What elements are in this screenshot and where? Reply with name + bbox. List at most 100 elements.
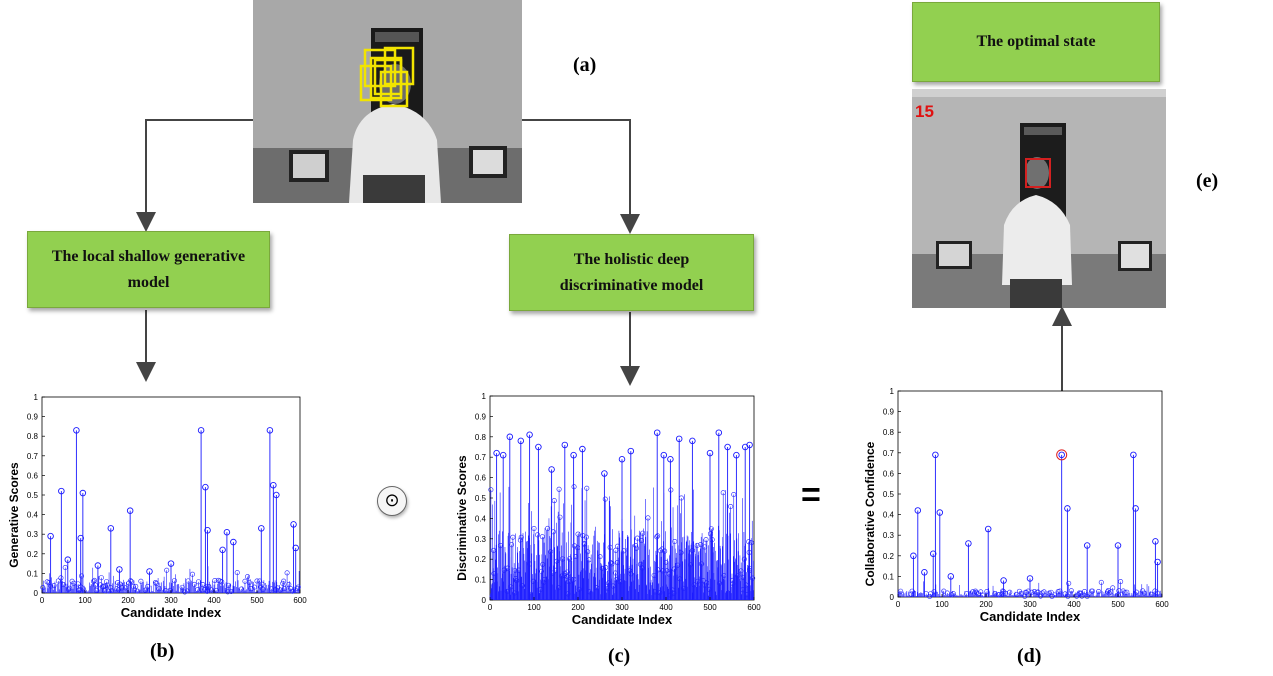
y-tick-label: 0.4 bbox=[27, 511, 39, 520]
noise-marker bbox=[225, 589, 231, 595]
y-tick-label: 0.6 bbox=[883, 469, 895, 478]
noise-marker bbox=[1079, 593, 1085, 599]
noise-marker bbox=[191, 581, 197, 587]
y-tick-label: 0.1 bbox=[475, 576, 487, 585]
y-tick-label: 1 bbox=[482, 392, 487, 401]
noise-marker bbox=[531, 526, 537, 532]
noise-marker bbox=[660, 568, 666, 574]
x-axis-label: Candidate Index bbox=[121, 605, 222, 620]
x-tick-label: 0 bbox=[896, 600, 901, 609]
x-tick-label: 500 bbox=[250, 596, 264, 605]
data-point bbox=[79, 489, 87, 497]
noise-marker bbox=[156, 586, 162, 592]
noise-marker bbox=[294, 585, 300, 591]
noise-marker bbox=[79, 573, 85, 579]
noise-marker bbox=[567, 556, 573, 562]
data-point bbox=[561, 441, 569, 449]
noise-marker bbox=[182, 589, 188, 595]
noise-marker bbox=[694, 542, 700, 548]
y-tick-label: 0.3 bbox=[27, 530, 39, 539]
y-tick-label: 0.7 bbox=[475, 453, 487, 462]
y-axis-label: Generative Scores bbox=[7, 462, 21, 568]
x-tick-label: 600 bbox=[747, 603, 761, 612]
noise-marker bbox=[1018, 591, 1024, 597]
data-point bbox=[715, 429, 723, 436]
noise-marker bbox=[239, 586, 245, 592]
y-tick-label: 0.9 bbox=[27, 413, 39, 422]
data-point bbox=[1000, 577, 1007, 584]
label-c: (c) bbox=[608, 645, 631, 667]
data-point bbox=[290, 521, 297, 528]
noise-marker bbox=[1098, 579, 1104, 585]
x-tick-label: 600 bbox=[293, 596, 307, 605]
noise-marker bbox=[219, 579, 225, 585]
data-point bbox=[733, 451, 740, 459]
y-axis-label: Collaborative Confidence bbox=[863, 441, 877, 586]
noise-marker bbox=[741, 556, 747, 562]
discriminative-model-box: The holistic deep discriminative model bbox=[509, 234, 754, 311]
noise-marker bbox=[66, 586, 72, 592]
discriminative-model-text: The holistic deep discriminative model bbox=[559, 250, 704, 294]
x-axis-label: Candidate Index bbox=[572, 612, 673, 627]
noise-marker bbox=[277, 587, 283, 593]
noise-marker bbox=[1049, 593, 1055, 599]
elementwise-product-symbol: ⊙ bbox=[384, 490, 400, 511]
result-frame-photo bbox=[912, 89, 1166, 308]
noise-marker bbox=[662, 548, 668, 554]
data-point bbox=[921, 569, 928, 576]
x-tick-label: 400 bbox=[207, 596, 221, 605]
y-tick-label: 0.8 bbox=[475, 433, 487, 442]
data-point bbox=[126, 507, 134, 514]
data-point bbox=[570, 451, 577, 459]
y-tick-label: 0.4 bbox=[883, 511, 895, 520]
noise-marker bbox=[488, 487, 494, 493]
noise-marker bbox=[289, 588, 295, 594]
noise-marker bbox=[281, 578, 287, 584]
noise-marker bbox=[153, 580, 159, 586]
data-point bbox=[107, 525, 115, 532]
y-tick-label: 0.3 bbox=[475, 535, 487, 544]
data-point bbox=[932, 451, 939, 459]
x-tick-label: 0 bbox=[40, 596, 45, 605]
data-point bbox=[146, 568, 153, 575]
noise-marker bbox=[246, 579, 252, 585]
noise-marker bbox=[251, 584, 257, 590]
data-point bbox=[197, 427, 205, 434]
noise-stems bbox=[897, 579, 1162, 599]
candidate-boxes bbox=[359, 46, 415, 108]
data-point bbox=[1058, 451, 1065, 459]
data-point bbox=[258, 525, 265, 532]
noise-marker bbox=[184, 588, 190, 594]
noise-marker bbox=[128, 579, 134, 585]
noise-marker bbox=[259, 581, 265, 587]
noise-marker bbox=[597, 554, 603, 560]
y-tick-label: 0.5 bbox=[475, 494, 487, 503]
x-tick-label: 500 bbox=[1111, 600, 1125, 609]
noise-marker bbox=[185, 578, 191, 584]
data-point bbox=[579, 445, 586, 453]
x-tick-label: 300 bbox=[1023, 600, 1037, 609]
noise-marker bbox=[203, 583, 209, 589]
x-tick-label: 100 bbox=[78, 596, 92, 605]
label-d: (d) bbox=[1017, 645, 1042, 667]
noise-marker bbox=[608, 560, 614, 566]
noise-marker bbox=[519, 583, 525, 589]
data-point bbox=[223, 528, 231, 536]
noise-marker bbox=[1023, 590, 1029, 596]
noise-marker bbox=[728, 503, 734, 509]
data-point bbox=[706, 449, 714, 457]
optimal-state-text: The optimal state bbox=[976, 33, 1096, 50]
noise-marker bbox=[1124, 589, 1130, 595]
x-tick-label: 400 bbox=[659, 603, 673, 612]
noise-marker bbox=[133, 583, 139, 589]
noise-marker bbox=[538, 568, 544, 574]
data-point bbox=[653, 429, 661, 436]
noise-marker bbox=[970, 589, 976, 595]
y-tick-label: 0.9 bbox=[475, 412, 487, 421]
noise-marker bbox=[672, 539, 678, 545]
noise-marker bbox=[257, 578, 263, 584]
x-tick-label: 400 bbox=[1067, 600, 1081, 609]
